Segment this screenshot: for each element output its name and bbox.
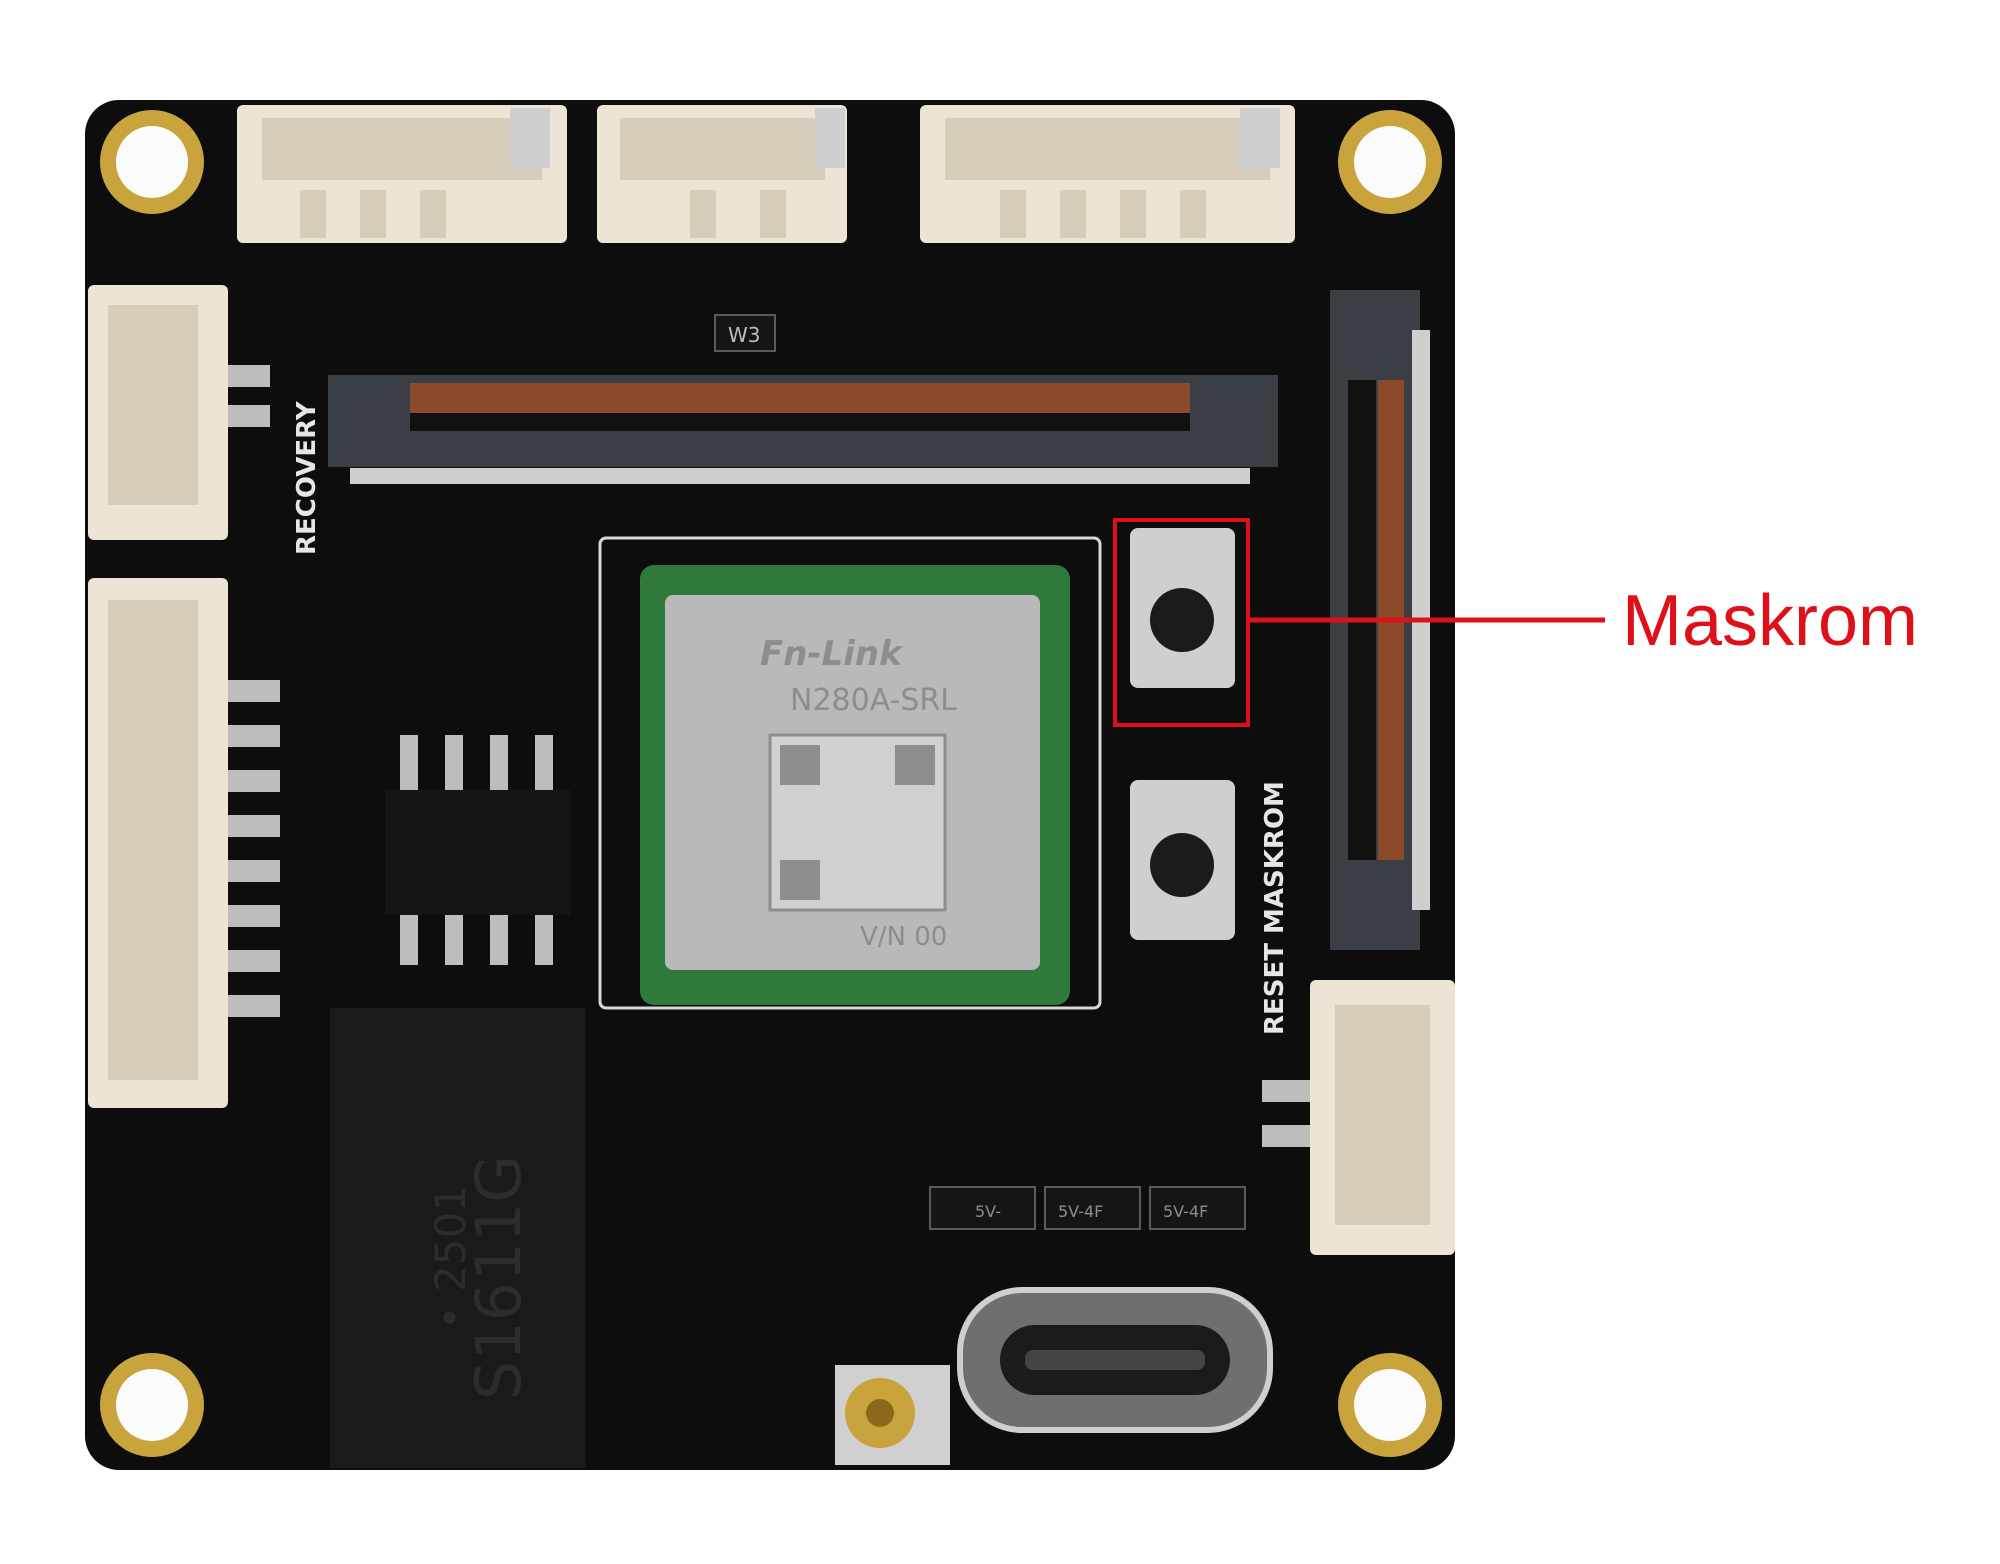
connector-top-1 (237, 105, 567, 243)
module-brand: Fn-Link (760, 634, 904, 674)
module-version: V/N 00 (860, 922, 947, 952)
recovery-label: RECOVERY (292, 400, 322, 555)
maskrom-button (1130, 528, 1235, 688)
ic-3-label: 5V-4F (1163, 1202, 1208, 1221)
reset-button (1130, 780, 1235, 940)
mounting-hole-top-right (1338, 110, 1442, 214)
ethernet-chip-text: S1611G (462, 1155, 535, 1400)
mounting-hole-top-left (100, 110, 204, 214)
ic-1-label: 5V- (975, 1202, 1001, 1221)
connector-right (1262, 980, 1455, 1255)
chip-w3-label: W3 (728, 323, 761, 347)
connector-top-3 (920, 105, 1295, 243)
reset-maskrom-label: RESET MASKROM (1260, 781, 1290, 1035)
usb-c-port (957, 1287, 1273, 1433)
connector-left-1 (88, 285, 270, 540)
connector-left-2 (88, 578, 280, 1108)
small-ics: 5V- 5V-4F 5V-4F (929, 1186, 1246, 1230)
connector-top-2 (597, 105, 847, 243)
chip-w3: W3 (714, 314, 776, 352)
soic-chip (385, 735, 570, 965)
ufl-connector (835, 1365, 950, 1465)
fpc-connector-horizontal (328, 375, 1278, 484)
mounting-hole-bottom-right (1338, 1353, 1442, 1457)
wireless-module: Fn-Link N280A-SRL V/N 00 (598, 536, 1102, 1010)
ethernet-transformer: S1611G • 2501 (330, 1008, 585, 1468)
maskrom-callout-label: Maskrom (1622, 581, 1919, 661)
ic-2-label: 5V-4F (1058, 1202, 1103, 1221)
ethernet-date-text: • 2501 (426, 1185, 475, 1330)
mounting-hole-bottom-left (100, 1353, 204, 1457)
module-model: N280A-SRL (790, 683, 957, 718)
